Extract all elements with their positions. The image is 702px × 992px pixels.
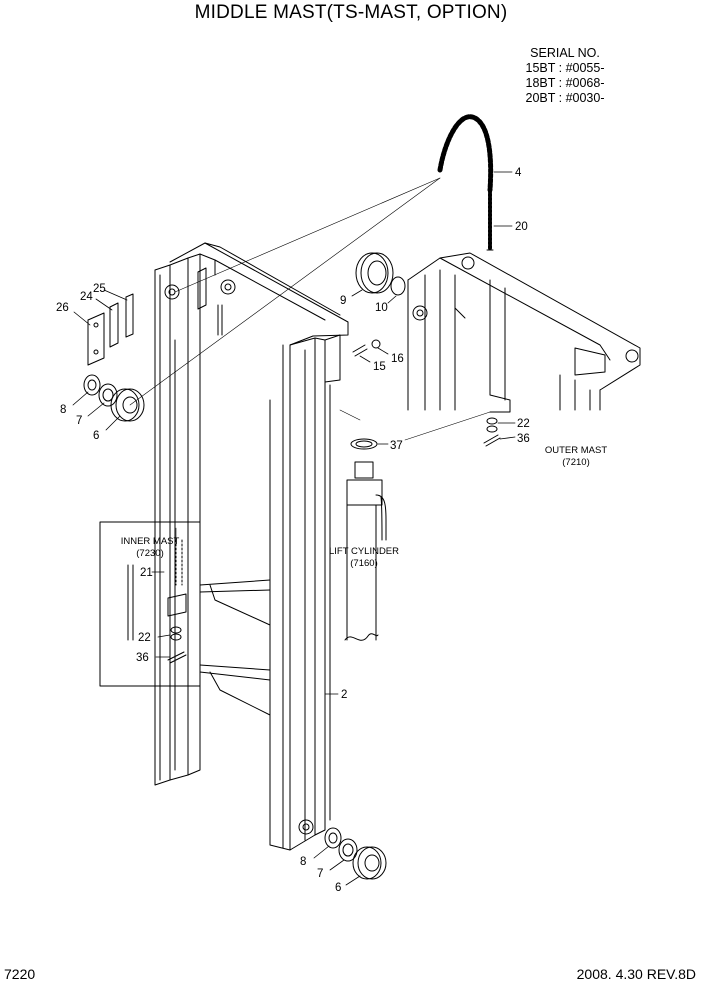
inner-mast-label: INNER MAST: [121, 536, 180, 547]
outer-mast-drawing: [407, 252, 641, 413]
part-label-22-inner: 22: [138, 632, 151, 644]
part-label-36-outer: 36: [517, 433, 530, 445]
part-label-7-upper: 7: [76, 415, 82, 427]
leader-lines: [72, 171, 516, 886]
part-label-6-lower: 6: [335, 882, 341, 894]
part-label-36-inner: 36: [136, 652, 149, 664]
brackets-drawing: [87, 293, 134, 366]
part-label-9: 9: [340, 295, 346, 307]
callout-labels: INNER MAST (7230) OUTER MAST (7210) LIFT…: [121, 445, 608, 569]
part-label-4: 4: [515, 167, 522, 179]
outer-mast-label: OUTER MAST: [545, 445, 607, 456]
part-label-20: 20: [515, 221, 528, 233]
serial-line-15bt: 15BT : #0055-: [525, 61, 605, 75]
outer-mast-code: (7210): [562, 457, 589, 468]
part-label-2: 2: [341, 689, 347, 701]
middle-mast-drawing: [154, 242, 349, 851]
part-label-37: 37: [390, 440, 403, 452]
part-label-21: 21: [140, 567, 153, 579]
part-label-8-upper: 8: [60, 404, 66, 416]
inner-mast-code: (7230): [136, 548, 163, 559]
part-number-labels: 4 20 9 10 16 15 25 24 26 8 7 6 22 36 37 …: [56, 167, 530, 894]
serial-heading: SERIAL NO.: [530, 46, 600, 60]
part-label-6-upper: 6: [93, 430, 99, 442]
part-label-26: 26: [56, 302, 69, 314]
part-label-24: 24: [80, 291, 93, 303]
part-label-22-outer: 22: [517, 418, 530, 430]
lift-cylinder-drawing: [344, 438, 387, 641]
sheave-drawing: [355, 252, 406, 296]
chain-drawing: [437, 114, 494, 252]
part-label-10: 10: [375, 302, 388, 314]
inner-mast-inset: [99, 521, 201, 687]
outer-small-parts: [483, 417, 501, 447]
serial-line-18bt: 18BT : #0068-: [525, 76, 605, 90]
part-label-25: 25: [93, 283, 106, 295]
serial-line-20bt: 20BT : #0030-: [525, 91, 605, 105]
part-label-7-lower: 7: [317, 868, 323, 880]
lift-cylinder-code: (7160): [350, 558, 377, 569]
date-revision: 2008. 4.30 REV.8D: [576, 966, 696, 982]
lift-cylinder-label: LIFT CYLINDER: [329, 546, 399, 557]
lower-bearing-drawing: [324, 827, 387, 880]
part-label-15: 15: [373, 361, 386, 373]
serial-number-block: SERIAL NO. 15BT : #0055- 18BT : #0068- 2…: [505, 46, 625, 106]
page-title: MIDDLE MAST(TS-MAST, OPTION): [194, 2, 508, 23]
pin-drawing: [352, 339, 381, 357]
upper-bearing-drawing: [83, 374, 145, 422]
part-label-16: 16: [391, 353, 404, 365]
page-code: 7220: [4, 966, 36, 982]
part-label-8-lower: 8: [300, 856, 306, 868]
